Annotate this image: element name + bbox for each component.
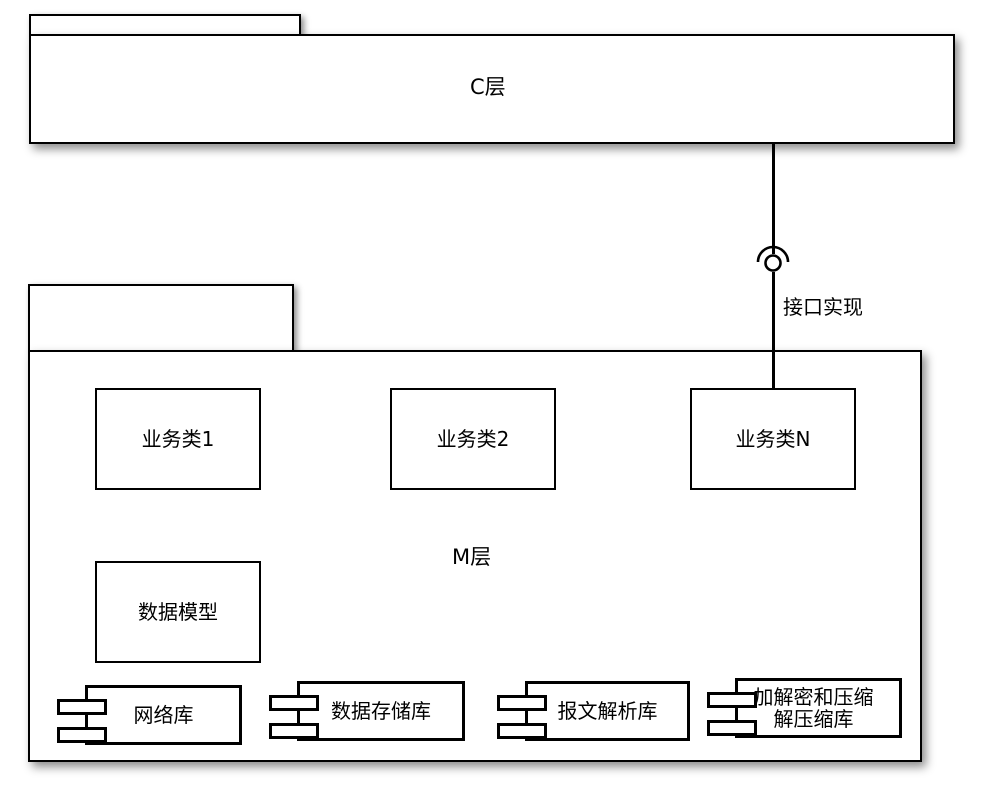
package-title-c-layer: C层 — [470, 75, 506, 99]
class-box-label: 业务类N — [735, 426, 811, 451]
class-box-label: 数据模型 — [138, 599, 218, 624]
component-message-parse-lib[interactable]: 报文解析库 — [497, 681, 690, 741]
component-tab-top — [57, 699, 107, 715]
class-box-data-model[interactable]: 数据模型 — [95, 561, 261, 663]
package-tab-c-layer — [29, 14, 301, 36]
component-network-lib[interactable]: 网络库 — [57, 685, 242, 745]
class-box-label: 业务类2 — [436, 426, 510, 451]
component-tab-bottom — [269, 723, 319, 739]
component-tab-bottom — [707, 720, 757, 736]
package-title-m-layer: M层 — [452, 545, 492, 569]
package-tab-m-layer — [28, 284, 294, 352]
component-label: 数据存储库 — [331, 698, 431, 723]
class-box-label: 业务类1 — [141, 426, 215, 451]
component-label: 报文解析库 — [557, 698, 658, 723]
component-tab-top — [497, 695, 547, 711]
component-label: 网络库 — [133, 702, 194, 727]
component-body: 报文解析库 — [525, 681, 690, 741]
class-box-biz-2[interactable]: 业务类2 — [390, 388, 556, 490]
class-box-biz-n[interactable]: 业务类N — [690, 388, 856, 490]
component-tab-bottom — [497, 723, 547, 739]
component-tab-bottom — [57, 727, 107, 743]
component-tab-top — [707, 692, 757, 708]
component-tab-top — [269, 695, 319, 711]
component-body: 加解密和压缩 解压缩库 — [735, 678, 902, 738]
component-body: 数据存储库 — [297, 681, 465, 741]
class-box-biz-1[interactable]: 业务类1 — [95, 388, 261, 490]
connector-label-interface-realization: 接口实现 — [783, 295, 863, 319]
connector-line-lower — [772, 272, 775, 388]
package-body-c-layer[interactable] — [29, 34, 955, 144]
component-crypto-compress-lib[interactable]: 加解密和压缩 解压缩库 — [707, 678, 902, 738]
connector-line-upper — [772, 143, 775, 254]
component-body: 网络库 — [85, 685, 242, 745]
interface-socket-icon — [753, 243, 793, 277]
component-data-store-lib[interactable]: 数据存储库 — [269, 681, 465, 741]
